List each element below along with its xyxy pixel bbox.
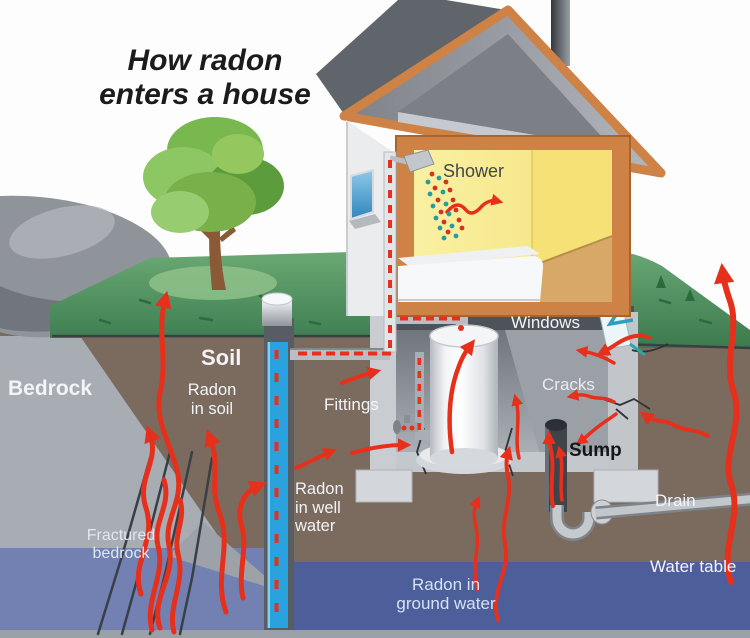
label-radon-in-well-water: Radon in well water [295, 480, 344, 536]
drain-pipe [550, 492, 750, 541]
sump-pipe [545, 419, 567, 512]
hill-right [618, 252, 750, 348]
chimney [551, 0, 570, 66]
diagram-title: How radon enters a house [99, 44, 311, 111]
radon-fracture-flow [147, 477, 185, 635]
house [316, 0, 666, 353]
label-radon-in-soil: Radon in soil [187, 381, 237, 418]
label-fractured-bedrock: Fractured bedrock [86, 527, 156, 563]
water-tank [416, 324, 512, 474]
shower-head-icon [389, 149, 435, 173]
bathroom-floor [414, 236, 612, 302]
label-soil: Soil [201, 345, 242, 370]
shower-spray [425, 171, 465, 241]
radon-arrows [135, 193, 740, 631]
label-bedrock: Bedrock [8, 377, 93, 400]
radon-dashes [274, 160, 464, 612]
label-drain: Drain [655, 491, 696, 510]
side-window [350, 168, 374, 221]
tree [143, 117, 284, 290]
label-fittings: Fittings [324, 395, 379, 414]
label-radon-in-ground-water: Radon in ground water [396, 575, 496, 614]
roof-left-plane [316, 0, 506, 114]
label-cracks: Cracks [542, 375, 595, 394]
label-windows: Windows [511, 313, 580, 332]
label-water-table: Water table [650, 557, 737, 576]
water-layer [0, 522, 750, 638]
label-sump: Sump [569, 440, 622, 461]
well [261, 292, 294, 630]
attic [398, 34, 612, 148]
ground-lines [52, 334, 750, 350]
label-shower: Shower [443, 161, 505, 181]
bathtub [398, 246, 544, 302]
